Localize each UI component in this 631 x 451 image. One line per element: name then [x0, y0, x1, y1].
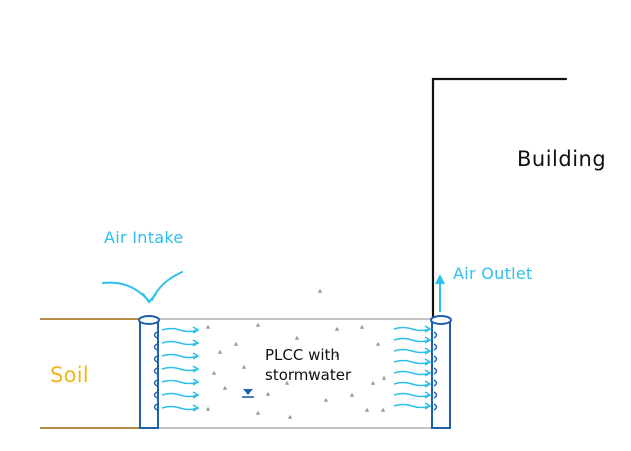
inflow-arrow-head	[192, 404, 200, 412]
air-outlet-label: Air Outlet	[453, 264, 533, 283]
gravel-particle	[255, 410, 261, 415]
outflow-arrow	[393, 359, 431, 365]
outlet-pipe	[430, 315, 452, 429]
gravel-particle	[334, 326, 340, 331]
outflow-arrow-head	[424, 336, 432, 344]
outflow-arrow	[393, 403, 431, 409]
inflow-arrow-head	[192, 365, 200, 373]
gravel-particle	[294, 335, 300, 340]
gravel-particle	[334, 352, 340, 357]
gravel-particle	[375, 341, 381, 346]
gravel-particle	[380, 407, 386, 412]
gravel-particle	[255, 322, 261, 327]
outflow-arrow-head	[424, 402, 432, 410]
inflow-arrows	[161, 326, 200, 412]
gravel-particle	[381, 375, 387, 380]
gravel-particle	[205, 406, 211, 411]
gravel-particle	[364, 407, 370, 412]
plcc-label: PLCC with stormwater	[265, 345, 351, 385]
inflow-arrow	[161, 327, 199, 333]
water-level-icon	[242, 389, 254, 398]
gravel-particle	[349, 392, 355, 397]
outflow-arrow-head	[424, 380, 432, 388]
outflow-arrow-head	[424, 358, 432, 366]
outflow-arrow-head	[424, 347, 432, 355]
gravel-particle	[265, 391, 271, 396]
inflow-arrow	[161, 340, 199, 346]
inflow-arrow-head	[192, 378, 200, 386]
plcc-label-line2: stormwater	[265, 366, 352, 384]
gravel-particles	[205, 288, 387, 419]
gravel-particle	[307, 369, 313, 374]
building-outline	[431, 77, 568, 320]
inflow-arrow	[161, 405, 199, 411]
inflow-arrow	[161, 392, 199, 398]
gravel-particle	[323, 397, 329, 402]
intake-pipe	[138, 315, 160, 429]
plcc-label-line1: PLCC with	[265, 346, 340, 364]
gravel-particle	[241, 364, 247, 369]
outflow-arrow	[393, 326, 431, 332]
air-intake-label: Air Intake	[104, 228, 184, 247]
outflow-arrow	[393, 348, 431, 354]
gravel-particle	[284, 380, 290, 385]
gravel-particle	[205, 324, 211, 329]
gravel-particle	[370, 380, 376, 385]
gravel-particle	[287, 414, 293, 419]
gravel-particle	[233, 341, 239, 346]
inflow-arrow-head	[192, 326, 200, 334]
gravel-particle	[317, 288, 323, 293]
outflow-arrow	[393, 337, 431, 343]
outflow-arrow	[393, 392, 431, 398]
inflow-arrow-head	[192, 339, 200, 347]
gravel-particle	[217, 349, 223, 354]
outflow-arrows	[393, 325, 432, 410]
outflow-arrow	[393, 370, 431, 376]
inflow-arrow	[161, 366, 199, 372]
building-label: Building	[517, 147, 607, 171]
outflow-arrow-head	[424, 369, 432, 377]
inflow-arrow-head	[192, 352, 200, 360]
gravel-particle	[211, 370, 217, 375]
outflow-arrow-head	[424, 325, 432, 333]
inflow-arrow	[161, 379, 199, 385]
gravel-particle	[359, 324, 365, 329]
outflow-arrow	[393, 381, 431, 387]
outflow-arrow-head	[424, 391, 432, 399]
air-intake-arrows	[102, 271, 183, 304]
inflow-arrow-head	[192, 391, 200, 399]
gravel-particle	[222, 385, 228, 390]
soil-label: Soil	[50, 363, 90, 387]
air-outlet-arrow	[435, 274, 445, 312]
inflow-arrow	[161, 353, 199, 359]
